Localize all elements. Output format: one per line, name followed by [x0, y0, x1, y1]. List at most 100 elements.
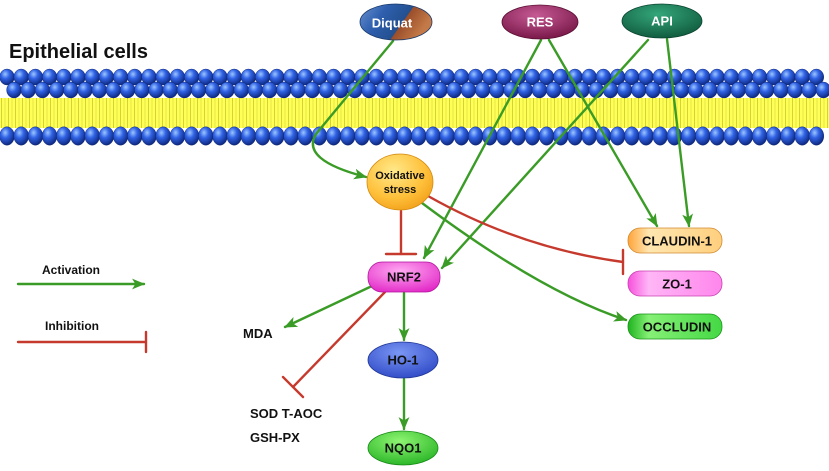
- phospholipid-head: [631, 81, 647, 99]
- phospholipid-head: [134, 81, 150, 99]
- phospholipid-head: [723, 126, 739, 146]
- phospholipid-head: [297, 126, 313, 146]
- phospholipid-head: [27, 126, 44, 146]
- arrow-nrf2-to-mda: [283, 284, 374, 329]
- ho1-oval: [367, 341, 439, 379]
- api-oval: [621, 3, 703, 39]
- oxidative-stress-blob: [366, 153, 434, 211]
- phospholipid-head: [730, 81, 746, 99]
- phospholipid-head: [581, 126, 597, 146]
- arrow-oxidative-stress-to-occludin: [416, 198, 628, 322]
- phospholipid-head: [801, 81, 817, 99]
- phospholipid-head: [20, 81, 36, 99]
- phospholipid-head: [751, 126, 768, 146]
- phospholipid-head: [496, 126, 512, 146]
- phospholipid-head: [13, 126, 29, 146]
- phospholipid-head: [567, 126, 583, 146]
- phospholipid-head: [794, 126, 810, 146]
- phospholipid-head: [148, 81, 164, 99]
- phospholipid-head: [773, 81, 789, 99]
- phospholipid-head: [815, 81, 829, 99]
- ho1-label: HO-1: [387, 353, 418, 368]
- diquat-oval: [359, 3, 433, 41]
- phospholipid-head: [63, 81, 79, 99]
- node-nqo1: NQO1: [367, 430, 439, 466]
- phospholipid-head: [652, 126, 668, 146]
- phospholipid-head: [318, 81, 335, 99]
- phospholipid-head: [77, 81, 93, 99]
- phospholipid-head: [411, 126, 427, 146]
- phospholipid-head: [468, 126, 484, 146]
- phospholipid-head: [624, 126, 640, 146]
- phospholipid-head: [453, 126, 470, 146]
- phospholipid-head: [780, 126, 796, 146]
- arrow-api-to-nrf2: [440, 38, 650, 270]
- diagram-title: Epithelial cells: [9, 41, 148, 63]
- zo1-box: [627, 270, 723, 297]
- legend-inhibition-label: Inhibition: [45, 319, 99, 333]
- phospholipid-head: [141, 126, 157, 146]
- phospholipid-head: [446, 81, 462, 99]
- phospholipid-head: [702, 81, 718, 99]
- inhibition-oxidative-stress-to-zo1: [426, 194, 625, 264]
- antioxidants-label-line1: SOD T-AOC: [250, 406, 323, 421]
- antioxidants-label-line2: GSH-PX: [250, 430, 300, 445]
- phospholipid-head: [84, 126, 100, 146]
- node-ho1: HO-1: [367, 341, 439, 379]
- phospholipid-head: [98, 126, 115, 146]
- diquat-label: Diquat: [372, 16, 413, 31]
- legend: Activation Inhibition: [16, 263, 148, 354]
- nqo1-oval: [367, 430, 439, 466]
- node-occludin: OCCLUDIN: [627, 313, 723, 340]
- mda-label: MDA: [243, 326, 273, 341]
- phospholipid-head: [673, 81, 690, 99]
- phospholipid-head: [304, 81, 320, 99]
- occludin-label: OCCLUDIN: [643, 320, 712, 335]
- phospholipid-head: [361, 81, 377, 99]
- phospholipid-head: [162, 81, 178, 99]
- phospholipid-head: [766, 126, 782, 146]
- cell-membrane: [0, 68, 829, 146]
- phospholipid-head: [425, 126, 441, 146]
- inhibition-nrf2-to-antioxidants: [291, 290, 387, 389]
- zo1-label: ZO-1: [662, 277, 692, 292]
- phospholipid-head: [283, 126, 299, 146]
- phospholipid-head: [389, 81, 406, 99]
- phospholipid-head: [255, 126, 271, 146]
- phospholipid-head: [716, 81, 732, 99]
- phospholipid-head: [680, 126, 697, 146]
- phospholipid-head: [219, 81, 235, 99]
- phospholipid-head: [687, 81, 704, 99]
- arrow-res-to-nrf2: [422, 38, 543, 260]
- phospholipid-head: [758, 81, 775, 99]
- phospholipid-head: [91, 81, 107, 99]
- phospholipid-head: [6, 81, 22, 99]
- phospholipid-head: [404, 81, 420, 99]
- phospholipid-head: [198, 126, 214, 146]
- phospholipid-head: [176, 81, 193, 99]
- res-oval: [501, 4, 579, 40]
- phospholipid-head: [262, 81, 278, 99]
- phospholipid-head: [70, 126, 86, 146]
- phospholipid-head: [695, 126, 711, 146]
- phospholipid-head: [616, 81, 633, 99]
- phospholipid-head: [212, 126, 228, 146]
- phospholipid-head: [538, 126, 555, 146]
- nrf2-label: NRF2: [387, 270, 421, 285]
- phospholipid-head: [439, 126, 455, 146]
- phospholipid-head: [638, 126, 654, 146]
- phospholipid-head: [368, 126, 384, 146]
- node-claudin1: CLAUDIN-1: [627, 227, 723, 254]
- phospholipid-head: [34, 81, 51, 99]
- phospholipid-head: [247, 81, 264, 99]
- phospholipid-head: [489, 81, 505, 99]
- node-nrf2: NRF2: [367, 261, 441, 293]
- phospholipid-head: [0, 126, 15, 146]
- inhibition-bar-antioxidants: [281, 375, 305, 399]
- phospholipid-head: [737, 126, 754, 146]
- node-api: API: [621, 3, 703, 39]
- phospholipid-head: [240, 126, 257, 146]
- phospholipid-head: [184, 126, 200, 146]
